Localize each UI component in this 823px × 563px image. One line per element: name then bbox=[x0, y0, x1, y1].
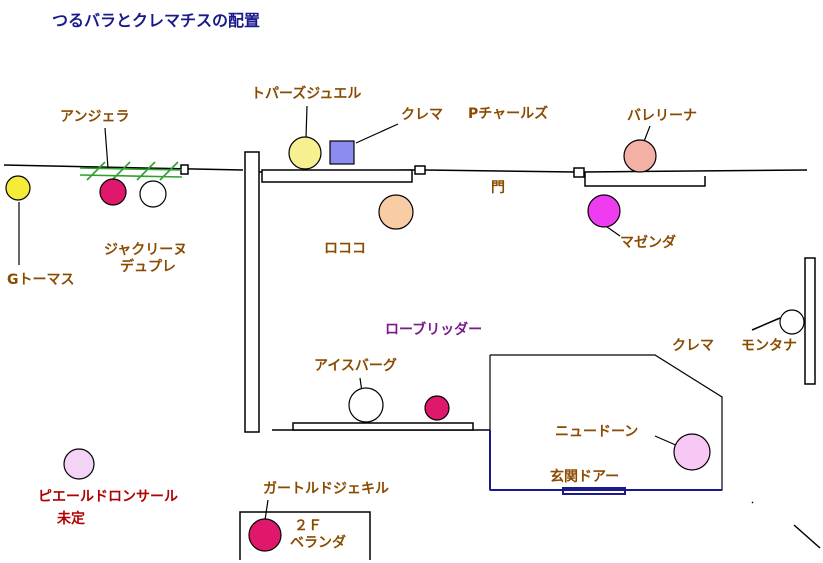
low-bridger-plant bbox=[424, 395, 450, 421]
label-ballerina: バレリーナ bbox=[627, 108, 697, 124]
label-undecided: 未定 bbox=[57, 511, 85, 527]
label-clematis-1: クレマ bbox=[401, 107, 443, 123]
label-low-bridger: ローブリッダー bbox=[385, 322, 483, 338]
label-2f: ２Ｆ bbox=[294, 518, 322, 534]
new-dawn-plant bbox=[673, 433, 711, 471]
vertical-wall bbox=[244, 151, 260, 433]
label-pierre-de-ronsard: ピエールドロンサール bbox=[38, 489, 178, 505]
right-wall bbox=[804, 257, 816, 385]
label-veranda: ベランダ bbox=[290, 535, 346, 551]
montana-plant bbox=[779, 309, 805, 335]
jacqueline-dupre-plant bbox=[139, 180, 167, 208]
planter-topaz bbox=[261, 169, 413, 183]
mazenda-plant bbox=[587, 194, 621, 228]
label-dupre: デュプレ bbox=[120, 259, 176, 275]
label-clematis-2: クレマ bbox=[672, 338, 714, 354]
montana-pointer bbox=[751, 317, 781, 331]
page-title: つるバラとクレマチスの配置 bbox=[52, 11, 261, 30]
planter-ballerina bbox=[584, 172, 706, 187]
pierre-de-ronsard-plant bbox=[63, 448, 95, 480]
veranda-box bbox=[239, 511, 371, 560]
corner-mark bbox=[793, 524, 821, 549]
ballerina-plant bbox=[623, 139, 657, 173]
fence-post-right bbox=[573, 167, 585, 178]
gertrude-jekyll-plant bbox=[248, 518, 282, 552]
label-iceberg: アイスバーグ bbox=[314, 358, 397, 374]
g-thomas-plant bbox=[5, 175, 31, 201]
label-topaz-jewel: トパーズジュエル bbox=[251, 86, 362, 102]
corner-dot bbox=[751, 501, 754, 504]
pointer-lines bbox=[18, 105, 679, 521]
plants bbox=[5, 136, 805, 552]
label-g-thomas: Gトーマス bbox=[7, 272, 75, 288]
gate-line bbox=[424, 169, 576, 173]
label-montana: モンタナ bbox=[741, 338, 797, 354]
angela-trellis bbox=[79, 161, 183, 181]
fence-post-left bbox=[180, 164, 189, 175]
house-outline bbox=[489, 354, 723, 495]
label-p-charles: Pチャールズ bbox=[468, 106, 549, 122]
label-gertrude-jekyll: ガートルドジェキル bbox=[263, 481, 389, 497]
fence-post-mid bbox=[414, 165, 426, 175]
label-rococo: ロココ bbox=[324, 241, 366, 257]
topaz-jewel-plant bbox=[288, 136, 322, 170]
label-mazenda: マゼンダ bbox=[620, 235, 676, 251]
label-new-dawn: ニュードーン bbox=[555, 424, 639, 440]
clematis-square bbox=[329, 140, 355, 165]
label-angela: アンジェラ bbox=[60, 109, 130, 125]
planter-iceberg bbox=[292, 422, 474, 431]
rococo-plant bbox=[378, 194, 414, 230]
label-jacqueline: ジャクリーヌ bbox=[104, 242, 188, 258]
label-entrance-door: 玄関ドアー bbox=[550, 469, 620, 485]
angela-plant bbox=[99, 178, 127, 206]
label-gate: 門 bbox=[491, 180, 505, 196]
fence-lines bbox=[3, 151, 821, 549]
iceberg-plant bbox=[348, 387, 384, 423]
entrance-door bbox=[562, 487, 626, 495]
right-fence-line bbox=[583, 169, 808, 173]
